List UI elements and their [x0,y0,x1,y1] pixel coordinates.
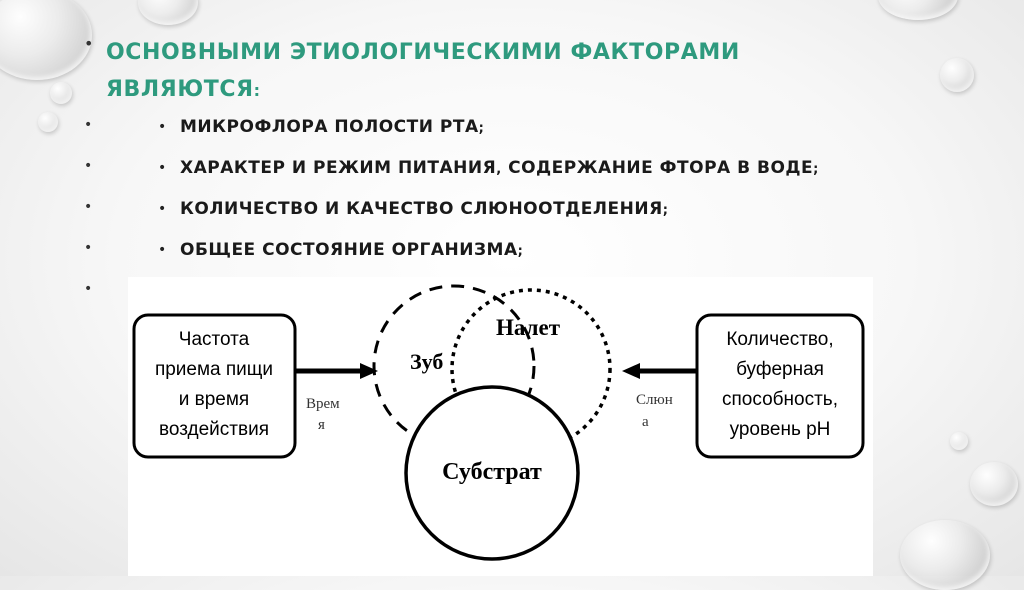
bullet-icon: • [84,240,93,256]
factor-text: КОЛИЧЕСТВО И КАЧЕСТВО СЛЮНООТДЕЛЕНИЯ; [180,199,669,219]
left-arrow-head [360,363,378,379]
water-drop-decoration [878,0,958,20]
bullet-icon: • [158,119,167,135]
plaque-label: Налет [496,315,561,340]
title-line-2: ЯВЛЯЮТСЯ: [106,77,261,102]
caries-factors-diagram: Частота приема пищи и время воздействия … [128,277,873,576]
right-box-line: буферная [736,359,824,380]
bullet-icon: • [84,117,93,133]
left-box-line: и время [179,389,249,410]
right-box [695,313,865,459]
left-box-line: приема пищи [155,359,273,380]
bullet-icon: • [158,201,167,217]
right-box-line: уровень pH [730,419,831,440]
water-drop-decoration [38,112,58,132]
list-item: • • МИКРОФЛОРА ПОЛОСТИ РТА; [84,117,944,143]
list-item: • • ХАРАКТЕР И РЕЖИМ ПИТАНИЯ, СОДЕРЖАНИЕ… [84,158,944,184]
water-drop-decoration [50,82,72,104]
right-box-line: Количество, [726,329,833,350]
factor-text: МИКРОФЛОРА ПОЛОСТИ РТА; [180,117,485,137]
factor-text: ОБЩЕЕ СОСТОЯНИЕ ОРГАНИЗМА; [180,240,524,260]
right-box-line: способность, [722,389,838,410]
list-item: • • ОБЩЕЕ СОСТОЯНИЕ ОРГАНИЗМА; [84,240,944,266]
left-arrow-label: Врем [306,396,340,412]
water-drop-decoration [940,58,974,92]
factor-text: ХАРАКТЕР И РЕЖИМ ПИТАНИЯ, СОДЕРЖАНИЕ ФТО… [180,158,819,178]
substrate-label: Субстрат [442,459,542,485]
left-arrow-label: я [318,417,325,433]
right-arrow-label: Слюн [636,392,673,408]
tooth-circle [372,284,536,448]
list-item: • [84,281,944,307]
bullet-icon: • [84,158,93,174]
water-drop-decoration [0,0,92,80]
water-drop-decoration [970,462,1018,506]
tooth-label: Зуб [410,349,443,374]
title-line-1: ОСНОВНЫМИ ЭТИОЛОГИЧЕСКИМИ ФАКТОРАМИ [106,40,740,65]
left-box [132,313,297,459]
right-arrow-label: а [642,414,649,430]
list-item: • • КОЛИЧЕСТВО И КАЧЕСТВО СЛЮНООТДЕЛЕНИЯ… [84,199,944,225]
bullet-icon: • [84,199,93,215]
water-drop-decoration [900,520,990,590]
substrate-circle [404,385,580,561]
slide-title: • ОСНОВНЫМИ ЭТИОЛОГИЧЕСКИМИ ФАКТОРАМИ ЯВ… [84,34,864,109]
left-box-line: Частота [179,329,250,350]
plaque-circle [450,288,612,450]
bullet-icon: • [84,34,94,53]
water-drop-decoration [950,432,968,450]
bullet-icon: • [84,281,93,297]
left-box-line: воздействия [159,419,269,440]
right-arrow-head [622,363,640,379]
bullet-icon: • [158,242,167,258]
bullet-icon: • [158,160,167,176]
water-drop-decoration [138,0,198,25]
